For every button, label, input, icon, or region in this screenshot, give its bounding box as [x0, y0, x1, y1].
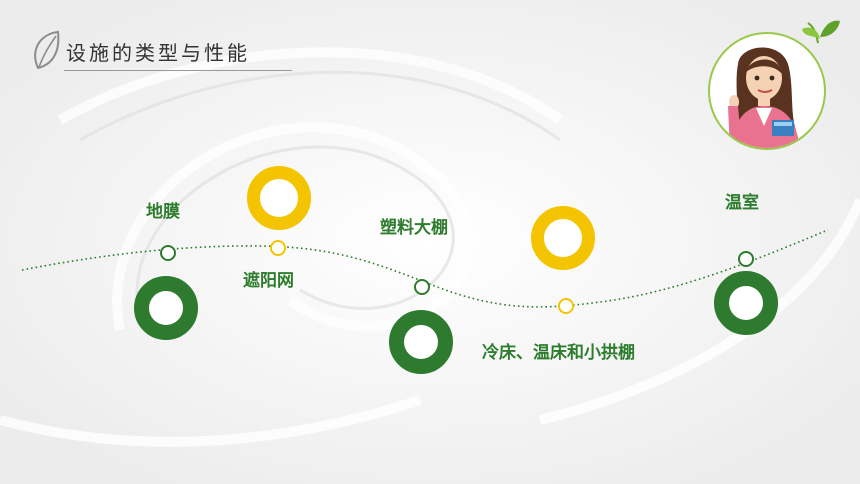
timeline-dot: [414, 279, 430, 295]
timeline-dot: [270, 240, 286, 256]
timeline-dot: [558, 298, 574, 314]
facility-label-plastic-greenhouse: 塑料大棚: [380, 218, 448, 238]
ring-mulch: [134, 276, 198, 340]
page-title: 设施的类型与性能: [66, 41, 250, 65]
title-underline: [64, 70, 292, 71]
timeline-dot: [160, 245, 176, 261]
ring-shade-net: [247, 166, 311, 230]
teacher-avatar: [708, 32, 826, 150]
timeline-dot: [738, 251, 754, 267]
sprout-icon: [802, 20, 840, 44]
header: 设施的类型与性能: [30, 28, 292, 74]
leaf-icon: [34, 30, 60, 70]
ring-plastic-greenhouse: [389, 310, 453, 374]
ring-cold-frame: [531, 206, 595, 270]
facility-label-shade-net: 遮阳网: [243, 271, 294, 291]
facility-label-cold-frame: 冷床、温床和小拱棚: [482, 343, 635, 363]
facility-label-greenhouse: 温室: [725, 193, 759, 213]
teacher-illustration: [728, 47, 800, 148]
facility-label-mulch: 地膜: [146, 202, 180, 222]
ring-greenhouse: [714, 271, 778, 335]
